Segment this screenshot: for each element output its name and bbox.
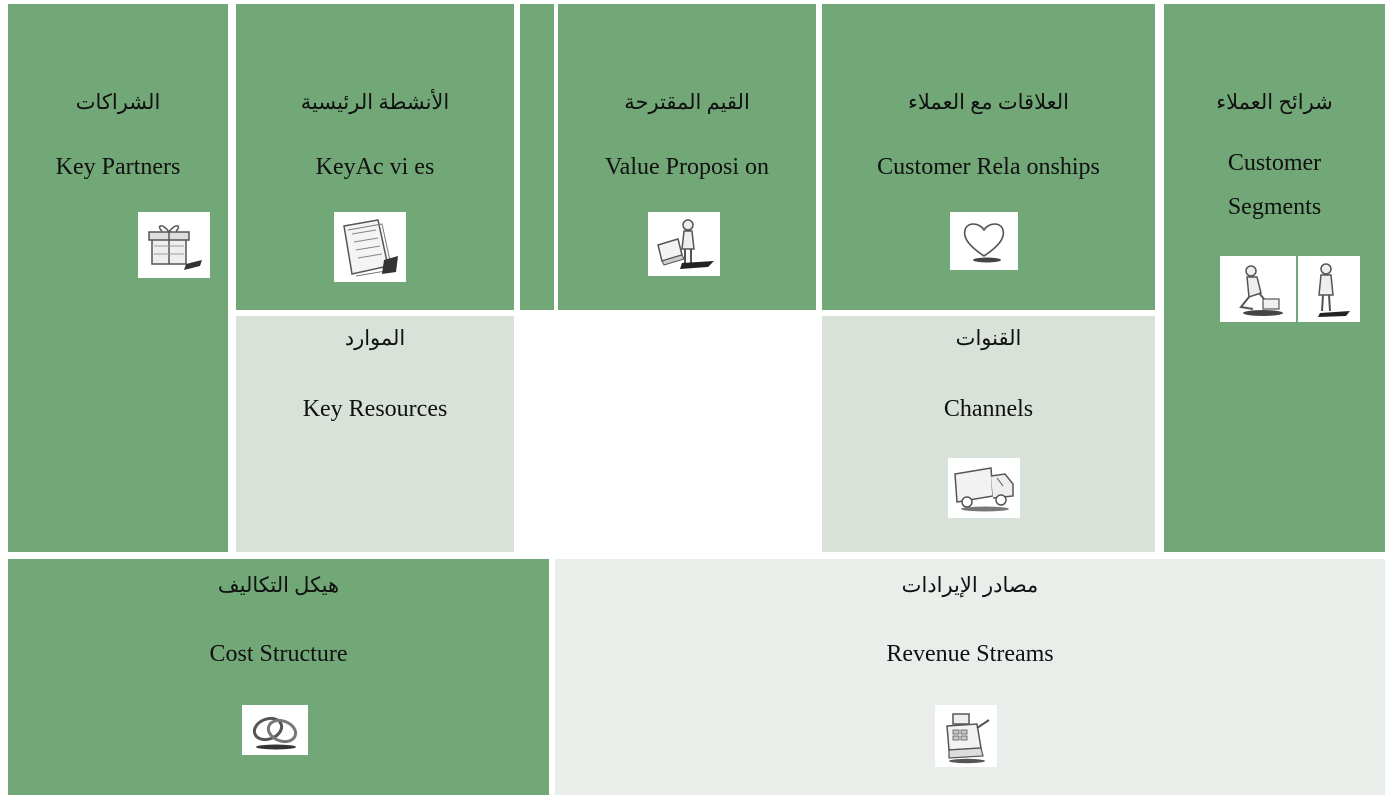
- customer-relationships-arabic-label: العلاقات مع العملاء: [908, 90, 1069, 114]
- key-resources-block: الموارد Key Resources: [236, 316, 514, 552]
- revenue-streams-english-label: Revenue Streams: [886, 641, 1054, 667]
- heart-icon: [950, 212, 1018, 270]
- value-proposition-english-label: Value Proposi on: [605, 154, 769, 180]
- customer-relationships-block: العلاقات مع العملاء Customer Rela onship…: [822, 4, 1155, 310]
- divider-strip: [520, 4, 554, 310]
- delivery-truck-icon: [948, 458, 1020, 518]
- revenue-streams-arabic-label: مصادر الإيرادات: [901, 573, 1039, 597]
- key-partners-arabic-label: الشراكات: [75, 90, 161, 114]
- cost-structure-arabic-label: هيكل التكاليف: [217, 573, 340, 597]
- cost-structure-block: هيكل التكاليف Cost Structure: [8, 559, 549, 795]
- value-proposition-arabic-label: القيم المقترحة: [624, 90, 750, 114]
- key-partners-english-label: Key Partners: [55, 154, 181, 180]
- value-proposition-block: القيم المقترحة Value Proposi on: [558, 4, 816, 310]
- key-resources-english-label: Key Resources: [302, 396, 448, 422]
- customer-relationships-english-label: Customer Rela onships: [877, 154, 1100, 180]
- document-stack-icon: [334, 212, 406, 282]
- key-resources-arabic-label: الموارد: [344, 326, 406, 350]
- customer-segments-block: شرائح العملاء Customer Segments: [1164, 4, 1385, 552]
- chain-rings-icon: [242, 705, 308, 755]
- person-with-box-icon: [648, 212, 720, 276]
- customer-segments-arabic-label: شرائح العملاء: [1216, 90, 1333, 114]
- gift-box-icon: [138, 212, 210, 278]
- channels-block: القنوات Channels: [822, 316, 1155, 552]
- customer-segments-english-line1: Customer: [1227, 150, 1322, 176]
- channels-arabic-label: القنوات: [955, 326, 1022, 350]
- customer-segments-english-line2: Segments: [1227, 194, 1322, 220]
- standing-person-icon: [1298, 256, 1360, 322]
- cost-structure-english-label: Cost Structure: [209, 641, 348, 667]
- channels-english-label: Channels: [943, 396, 1034, 422]
- revenue-streams-block: مصادر الإيرادات Revenue Streams: [555, 559, 1385, 795]
- cash-register-icon: [935, 705, 997, 767]
- key-partners-block: الشراكات Key Partners: [8, 4, 228, 552]
- key-activities-block: الأنشطة الرئيسية KeyAc vi es: [236, 4, 514, 310]
- key-activities-english-label: KeyAc vi es: [315, 154, 435, 180]
- key-activities-arabic-label: الأنشطة الرئيسية: [300, 90, 450, 114]
- kneeling-person-icon: [1220, 256, 1296, 322]
